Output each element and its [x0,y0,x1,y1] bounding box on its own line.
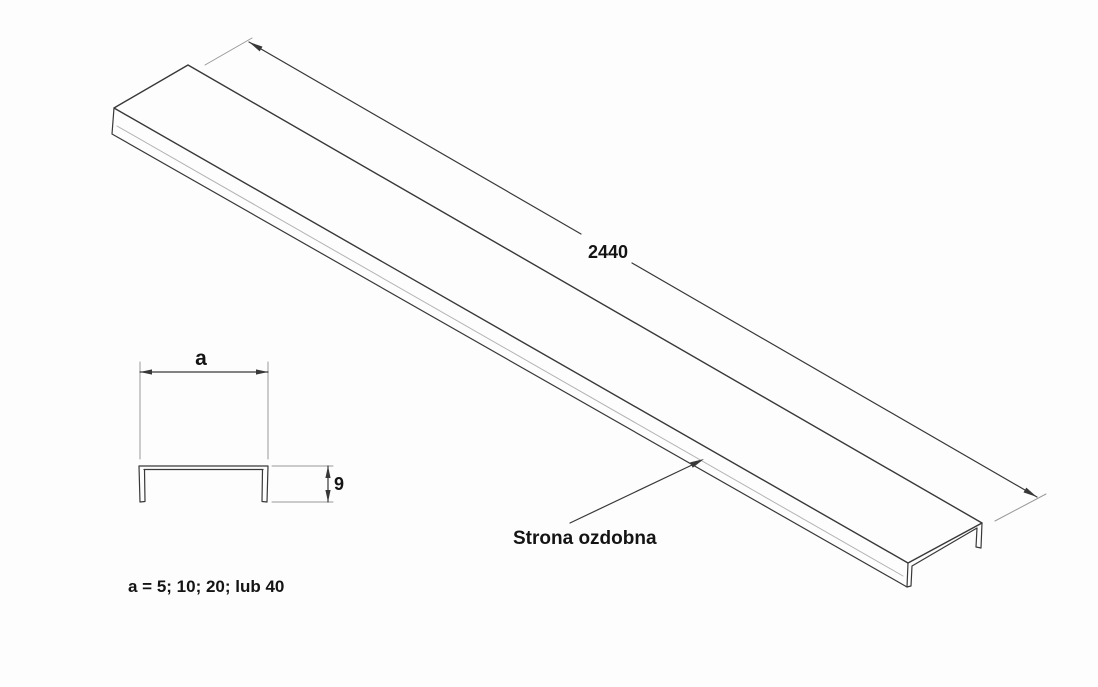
leader-decorative-side: Strona ozdobna [513,459,704,549]
length-dimension: 2440 [204,37,1047,522]
dimension-arrowhead-end [1023,487,1037,497]
section-profile-outline [138,465,269,503]
width-options-note: a = 5; 10; 20; lub 40 [128,577,284,596]
dimension-arrowhead-down [325,490,331,502]
dimension-arrowhead-up [325,466,331,478]
length-dimension-value: 2440 [588,242,628,262]
profile-front-face-edges [111,107,908,588]
profile-front-highlight-line [116,125,904,577]
width-dimension: a [139,347,269,460]
dimension-arrowhead-right [256,369,268,375]
dimension-line-upper-segment [248,41,582,235]
height-dimension: 9 [271,465,344,503]
extension-line-right [994,493,1047,522]
decorative-side-label: Strona ozdobna [513,528,657,549]
extension-line-left [204,37,253,66]
dimension-line-lower-segment [631,262,1038,498]
dimension-arrowhead-start [249,42,263,52]
leader-line [569,464,693,524]
profile-top-face [113,64,983,564]
cross-section-view: a 9 [138,347,344,503]
leader-arrowhead [690,459,704,468]
width-dimension-value: a [195,347,207,370]
profile-open-end [906,522,983,588]
isometric-profile [111,64,983,588]
dimension-arrowhead-left [140,369,152,375]
height-dimension-value: 9 [334,474,344,494]
